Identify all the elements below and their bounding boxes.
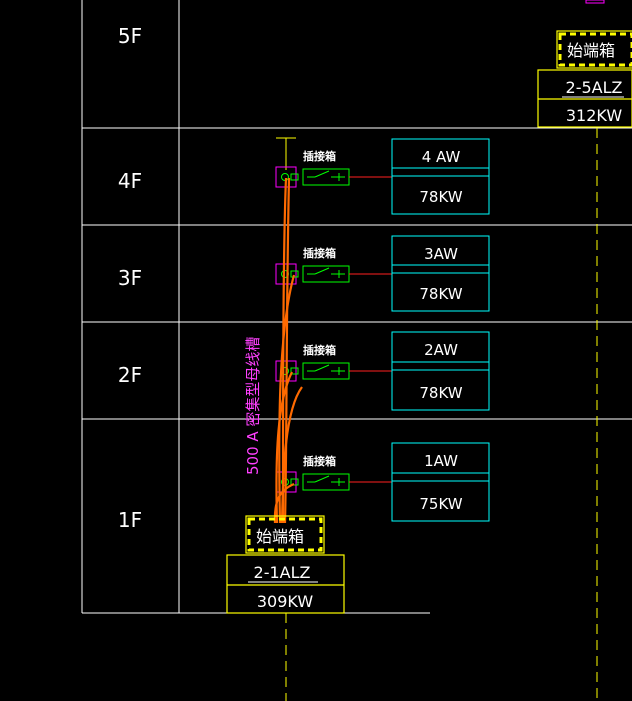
panel-power: 78KW [419,188,462,206]
floor-label-5f: 5F [118,24,142,48]
main-distribution-name: 2-1ALZ [254,563,311,582]
connector-label: 插接箱 [303,343,336,357]
floor-unit: 插接箱 4 AW 78KW [275,138,490,215]
main-terminal-label: 始端箱 [256,527,304,546]
busbar-cables [273,177,303,524]
floor-label-4f: 4F [118,169,142,193]
upper-terminal-label: 始端箱 [567,41,615,60]
floor-label-2f: 2F [118,363,142,387]
panel-name: 2AW [424,341,458,359]
connector-label: 插接箱 [303,246,336,260]
panel-box: 4 AW 78KW [391,138,490,215]
floor-units: 插接箱 4 AW 78KW 插接箱 3AW 78KW 插接箱 2AW 78KW 插接箱 1AW 75K… [275,138,490,522]
upper-distribution-name: 2-5ALZ [566,78,623,97]
connector-label: 插接箱 [303,149,336,163]
panel-power: 78KW [419,285,462,303]
main-distribution: 始端箱 2-1ALZ 309KW [226,515,345,614]
floor-grid [81,0,632,614]
upper-distribution: 始端箱 2-5ALZ 312KW [537,0,632,128]
connector-label: 插接箱 [303,454,336,468]
floor-unit: 插接箱 3AW 78KW [275,235,490,312]
panel-box: 3AW 78KW [391,235,490,312]
main-terminal-box [245,515,325,554]
panel-name: 1AW [424,452,458,470]
floor-unit: 插接箱 2AW 78KW [275,331,490,411]
floor-unit: 插接箱 1AW 75KW [275,442,490,522]
plug-box [275,263,297,285]
upper-distribution-power: 312KW [566,106,622,125]
main-distribution-power: 309KW [257,592,313,611]
main-distribution-box [226,554,345,614]
floor-label-1f: 1F [118,508,142,532]
panel-power: 78KW [419,384,462,402]
floor-label-3f: 3F [118,266,142,290]
busway-label: 500 A 密集型母线槽 [244,337,262,475]
panel-name: 3AW [424,245,458,263]
panel-box: 2AW 78KW [391,331,490,411]
panel-power: 75KW [419,495,462,513]
upper-terminal-box [556,30,632,69]
panel-name: 4 AW [422,148,461,166]
panel-box: 1AW 75KW [391,442,490,522]
